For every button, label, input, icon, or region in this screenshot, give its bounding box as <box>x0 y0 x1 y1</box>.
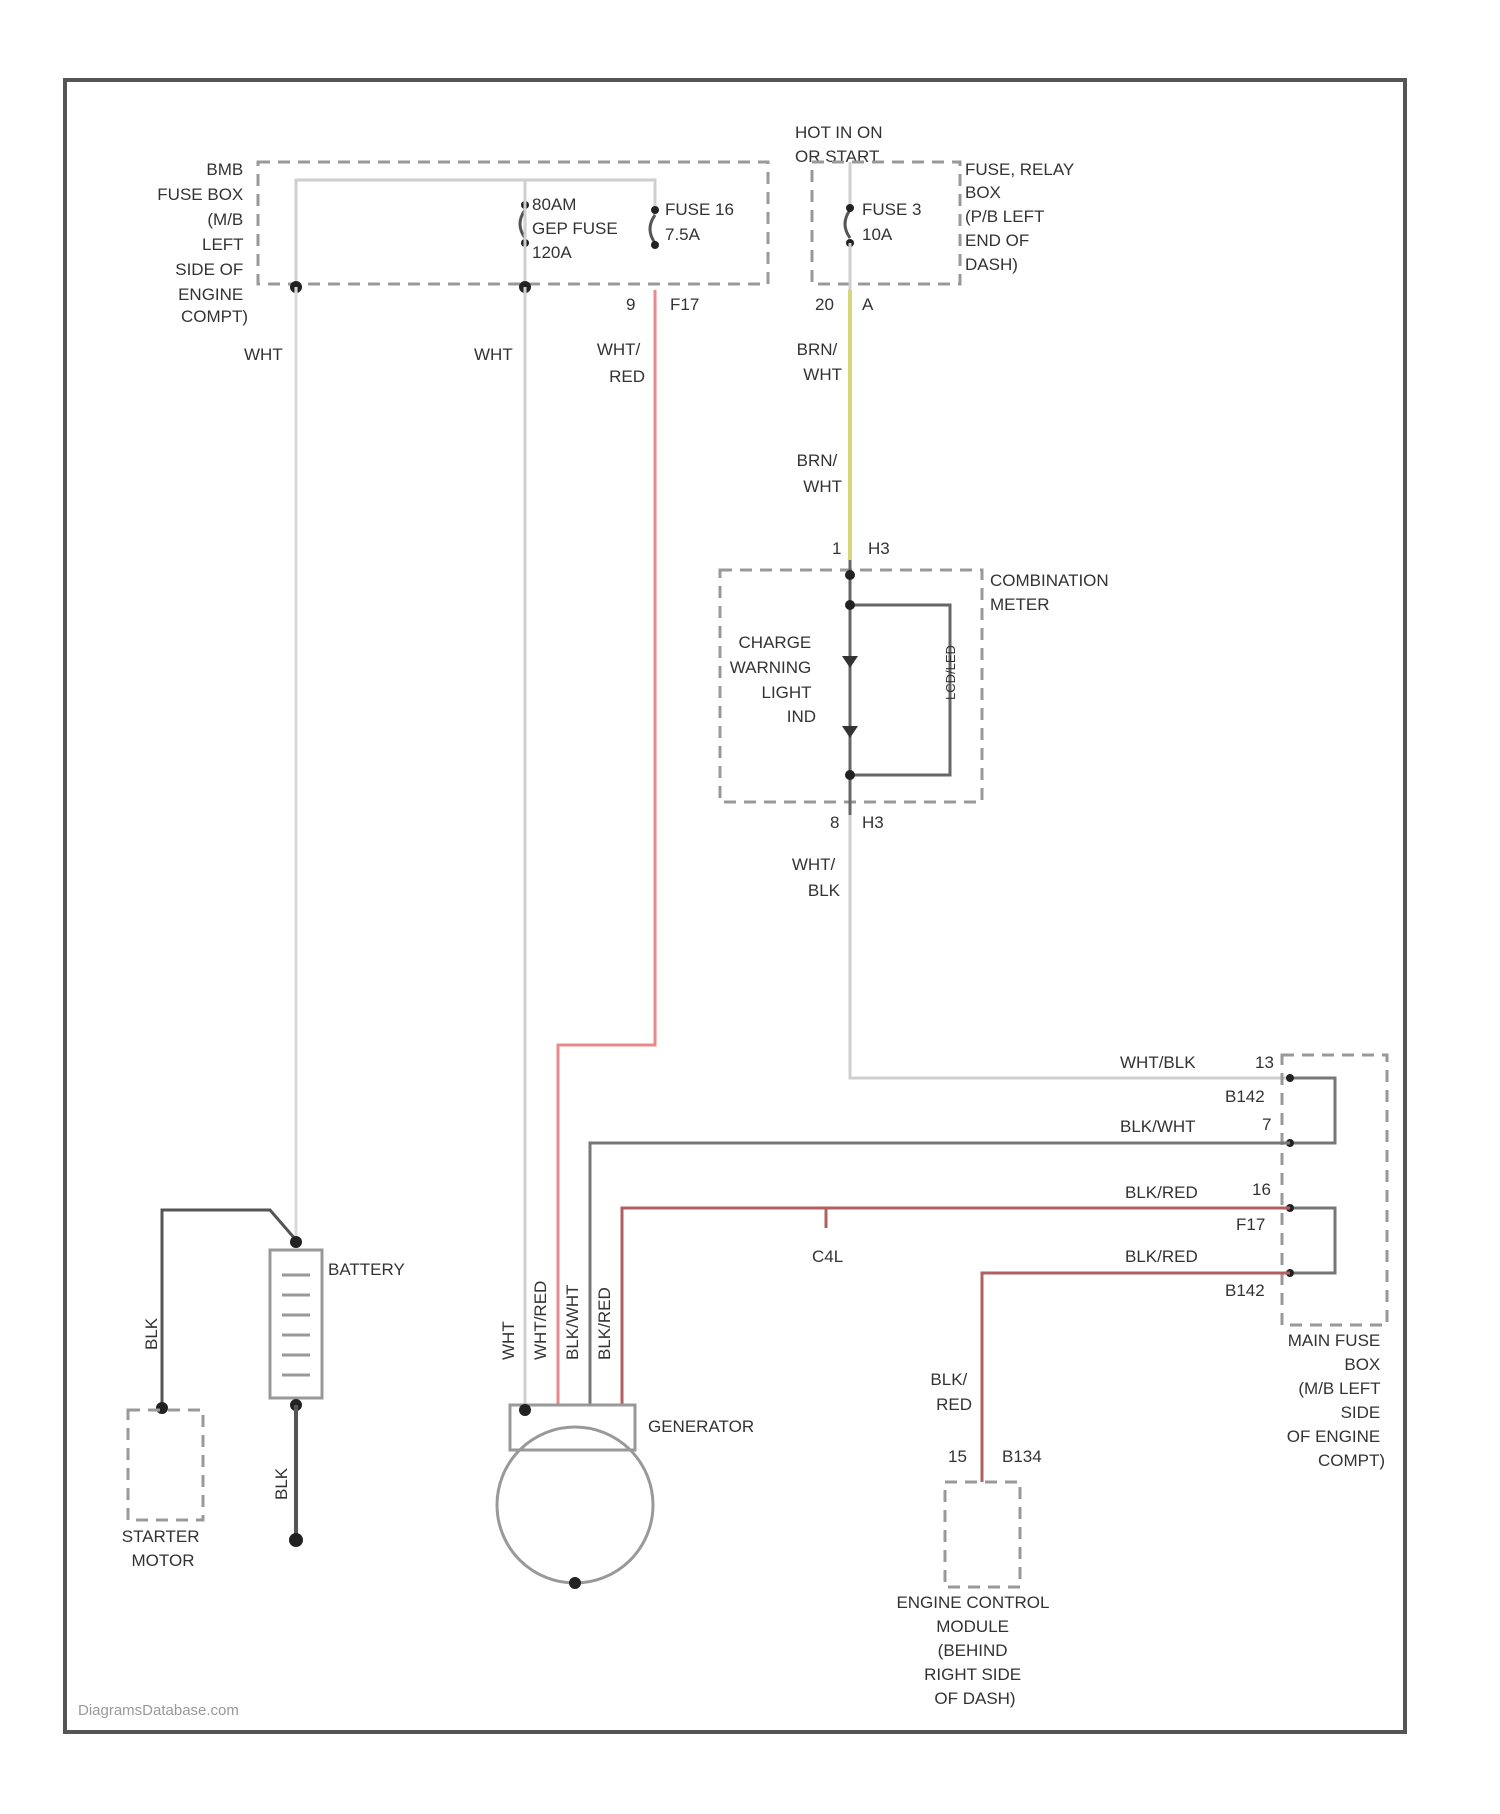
main-fuse-pin-b142-a: B142 <box>1225 1087 1265 1106</box>
wire-wht-blk-label: WHT/ BLK <box>792 855 841 900</box>
wire-h-wht-blk-label: WHT/BLK <box>1120 1053 1196 1072</box>
main-fuse-loop-1 <box>1290 1078 1335 1143</box>
wire-h-blk-red-1-label: BLK/RED <box>1125 1183 1198 1202</box>
wire-wht-red <box>558 290 655 1405</box>
main-fuse-pin-f17: F17 <box>1236 1215 1265 1234</box>
fuse-relay-box <box>812 162 960 284</box>
fuse-16-node-top <box>651 206 659 214</box>
wire-wht-1-label: WHT <box>244 345 283 364</box>
battery-label: BATTERY <box>328 1260 405 1279</box>
wire-wht-red-label: WHT/ RED <box>597 340 645 386</box>
fuse-16-node-bottom <box>651 241 659 249</box>
fuse-16-symbol <box>650 215 655 243</box>
diagram-frame <box>65 80 1405 1732</box>
wire-h-blk-wht-label: BLK/WHT <box>1120 1117 1196 1136</box>
charge-warning-label: CHARGE WARNING LIGHT IND <box>730 633 816 726</box>
charge-warning-diode-icon <box>842 726 858 738</box>
splice-label: C4L <box>812 1247 843 1266</box>
starter-motor-box <box>128 1410 203 1520</box>
fuse-box-left-pin-b: F17 <box>670 295 699 314</box>
fuse-16-label: FUSE 16 7.5A <box>665 200 739 244</box>
meter-node-2 <box>845 600 855 610</box>
starter-node <box>156 1402 168 1414</box>
fuse-3-node-top <box>846 204 854 212</box>
fuse-3-label: FUSE 3 10A <box>862 200 926 244</box>
meter-pin-top-conn: H3 <box>868 539 890 558</box>
fuse-3-symbol <box>845 210 850 238</box>
generator-label: GENERATOR <box>648 1417 754 1436</box>
generator-node <box>519 1404 531 1416</box>
combination-meter-label: COMBINATION METER <box>990 571 1113 614</box>
main-fuse-loop-2 <box>1290 1208 1335 1273</box>
ecm-label: ENGINE CONTROL MODULE (BEHIND RIGHT SIDE… <box>896 1593 1053 1708</box>
battery-node-top <box>290 1236 302 1248</box>
main-fuse-pin-node-1 <box>1286 1074 1294 1082</box>
main-fuse-box-label: MAIN FUSE BOX (M/B LEFT SIDE OF ENGINE C… <box>1287 1331 1385 1470</box>
main-fuse-pin-16: 16 <box>1252 1180 1271 1199</box>
fuse-box-left-pin-a: 9 <box>626 295 635 314</box>
wire-blk-red-vert-label: BLK/ RED <box>930 1370 972 1414</box>
battery-cells-icon <box>282 1275 310 1375</box>
fuse-relay-box-label: FUSE, RELAY BOX (P/B LEFT END OF DASH) <box>965 160 1079 274</box>
watermark: DiagramsDatabase.com <box>78 1702 239 1719</box>
charge-warning-led-icon <box>842 656 858 668</box>
hot-in-on-label: HOT IN ON OR START <box>795 123 887 166</box>
starter-motor-label: STARTER MOTOR <box>122 1527 205 1570</box>
wire-wht-2-label: WHT <box>474 345 513 364</box>
wire-h-blk-red-2-label: BLK/RED <box>1125 1247 1198 1266</box>
wire-brn-wht-1-label: BRN/ WHT <box>797 340 842 384</box>
gen-label-wht-red: WHT/RED <box>531 1281 550 1360</box>
gen-label-blk-wht: BLK/WHT <box>563 1284 582 1360</box>
ecm-box <box>945 1482 1020 1587</box>
ground-node <box>289 1533 303 1547</box>
main-fuse-pin-b142-b: B142 <box>1225 1281 1265 1300</box>
wire-brn-wht-2-label: BRN/ WHT <box>797 451 842 496</box>
main-fuse-pin-7: 7 <box>1262 1115 1271 1134</box>
main-fuse-label: 80AM GEP FUSE 120A <box>532 195 622 262</box>
wire-blk-top-label: BLK <box>142 1317 161 1350</box>
generator-ground-node <box>569 1577 581 1589</box>
fuse-relay-box-pin-a: 20 <box>815 295 834 314</box>
ecm-pin: 15 <box>948 1447 967 1466</box>
wire-blk-starter <box>162 1210 296 1410</box>
main-fuse-pin-13: 13 <box>1255 1053 1274 1072</box>
gen-label-wht: WHT <box>499 1321 518 1360</box>
wire-wht-blk <box>850 815 1290 1078</box>
ecm-conn: B134 <box>1002 1447 1042 1466</box>
wire-blk-bottom-label: BLK <box>272 1467 291 1500</box>
fuse-relay-box-pin-b: A <box>862 295 874 314</box>
meter-node-1 <box>845 570 855 580</box>
meter-pin-bottom-conn: H3 <box>862 813 884 832</box>
fuse-box-left-label: BMB FUSE BOX (M/B LEFT SIDE OF ENGINE CO… <box>157 160 248 326</box>
meter-pin-top: 1 <box>832 539 841 558</box>
meter-pin-bottom: 8 <box>830 813 839 832</box>
meter-side-text: LCD/LED <box>943 645 958 700</box>
meter-lcd-loop <box>850 605 950 775</box>
gen-label-blk-red: BLK/RED <box>595 1287 614 1360</box>
meter-node-3 <box>845 770 855 780</box>
